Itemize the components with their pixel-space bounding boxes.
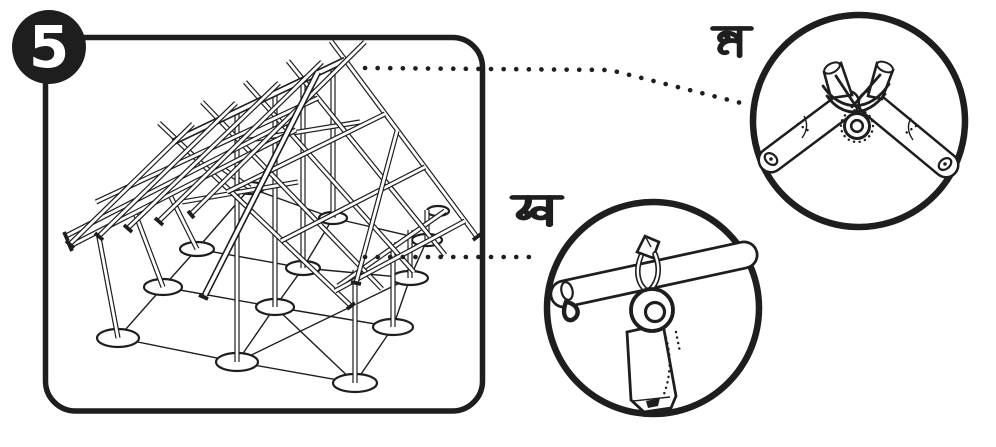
beam-end-caps xyxy=(62,209,483,311)
ridge-lashing-drawing xyxy=(757,60,960,179)
shelter-frame-drawing xyxy=(62,39,483,394)
detail-circle-kha xyxy=(509,195,763,418)
rope-coil-ticks xyxy=(839,108,875,144)
rope-loop-end xyxy=(561,299,580,323)
step-number: 5 xyxy=(29,13,69,81)
label-kha xyxy=(509,195,565,228)
label-ka xyxy=(710,26,754,59)
post-lashing-drawing xyxy=(549,234,759,414)
step-badge: 5 xyxy=(12,10,86,84)
detail-circle-ka xyxy=(710,11,969,231)
step-badge-circle xyxy=(12,10,86,84)
roof-left-plane xyxy=(64,40,367,249)
